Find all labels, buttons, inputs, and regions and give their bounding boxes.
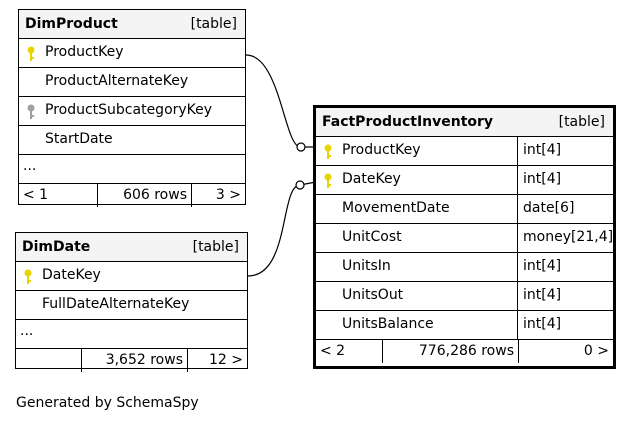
column-name: UnitsOut [342,287,404,303]
column-row[interactable]: ProductAlternateKey [19,68,245,97]
column-row[interactable]: ProductKey int[4] [316,137,613,166]
column-type-cell: money[21,4] [518,224,613,252]
column-name: FullDateAlternateKey [42,296,190,312]
column-name-cell: UnitsIn [316,253,518,281]
column-row[interactable]: MovementDate date[6] [316,195,613,224]
column-type-cell: date[6] [518,195,613,223]
column-row[interactable]: UnitsBalance int[4] [316,311,613,340]
table-header: FactProductInventory [table] [316,108,613,137]
rows-cell: 776,286 rows [382,340,518,363]
column-row[interactable]: StartDate [19,126,245,155]
column-row[interactable]: ProductKey [19,39,245,68]
table-name: FactProductInventory [322,114,494,130]
column-name-cell: UnitCost [316,224,518,252]
parents-count: < 1 [23,187,49,203]
column-name: StartDate [45,131,113,147]
column-name: UnitsIn [342,258,391,274]
children-cell[interactable]: 3 > [191,184,245,207]
column-name: ProductSubcategoryKey [45,102,213,118]
row-count: 606 rows [123,187,187,203]
foreign-key-icon [27,104,35,119]
table-footer: < 2 776,286 rows 0 > [316,340,613,363]
column-name: ProductKey [342,142,421,158]
more-columns-row: ... [16,320,247,349]
table-name: DimDate [22,239,91,255]
row-count: 3,652 rows [105,352,183,368]
primary-key-icon [27,46,35,61]
column-type-cell: int[4] [518,166,613,194]
row-count: 776,286 rows [418,343,514,359]
column-name-cell: UnitsOut [316,282,518,310]
column-row[interactable]: DateKey [16,262,247,291]
column-type: int[4] [523,142,562,158]
table-dimdate[interactable]: DimDate [table] DateKey FullDateAlternat… [15,232,248,372]
column-name: MovementDate [342,200,450,216]
generated-by-label: Generated by SchemaSpy [16,395,199,411]
parents-count: < 2 [320,343,346,359]
column-type: int[4] [523,316,562,332]
table-header: DimProduct [table] [19,10,245,39]
rows-cell: 606 rows [97,184,191,207]
parents-cell[interactable] [16,349,81,372]
column-name: ProductKey [45,44,124,60]
primary-key-icon [24,269,32,284]
table-kind: [table] [190,16,237,32]
ellipsis-text: ... [20,323,34,339]
column-type-cell: int[4] [518,253,613,281]
more-columns-row: ... [19,155,245,184]
column-name-cell: MovementDate [316,195,518,223]
children-cell[interactable]: 12 > [187,349,247,372]
table-footer: 3,652 rows 12 > [16,349,247,372]
column-name: UnitCost [342,229,402,245]
column-row[interactable]: DateKey int[4] [316,166,613,195]
children-count: 12 > [209,352,243,368]
column-name-cell: UnitsBalance [316,311,518,339]
column-type-cell: int[4] [518,311,613,339]
table-dimproduct[interactable]: DimProduct [table] ProductKey ProductAlt… [18,9,246,207]
primary-key-icon [324,173,332,188]
table-kind: [table] [558,114,605,130]
column-name: UnitsBalance [342,316,434,332]
primary-key-icon [324,144,332,159]
rows-cell: 3,652 rows [81,349,187,372]
column-row[interactable]: FullDateAlternateKey [16,291,247,320]
table-footer: < 1 606 rows 3 > [19,184,245,207]
column-type: int[4] [523,171,562,187]
table-header: DimDate [table] [16,233,247,262]
parents-cell[interactable]: < 1 [19,184,97,207]
column-type: int[4] [523,258,562,274]
column-type: money[21,4] [523,229,614,245]
column-type-cell: int[4] [518,282,613,310]
table-kind: [table] [192,239,239,255]
table-name: DimProduct [25,16,118,32]
column-row[interactable]: UnitsIn int[4] [316,253,613,282]
column-name: DateKey [342,171,401,187]
column-type: int[4] [523,287,562,303]
ellipsis-text: ... [23,158,37,174]
column-type: date[6] [523,200,575,216]
column-name: DateKey [42,267,101,283]
column-type-cell: int[4] [518,137,613,165]
column-row[interactable]: UnitsOut int[4] [316,282,613,311]
table-factproductinventory[interactable]: FactProductInventory [table] ProductKey … [313,105,616,369]
parents-cell[interactable]: < 2 [316,340,382,363]
relationship-product-zero-marker [296,142,306,152]
relationship-date-zero-marker [295,180,305,190]
column-row[interactable]: ProductSubcategoryKey [19,97,245,126]
children-cell[interactable]: 0 > [518,340,613,363]
column-name-cell: DateKey [316,166,518,194]
column-name-cell: ProductKey [316,137,518,165]
children-count: 3 > [215,187,241,203]
column-row[interactable]: UnitCost money[21,4] [316,224,613,253]
column-name: ProductAlternateKey [45,73,189,89]
children-count: 0 > [583,343,609,359]
